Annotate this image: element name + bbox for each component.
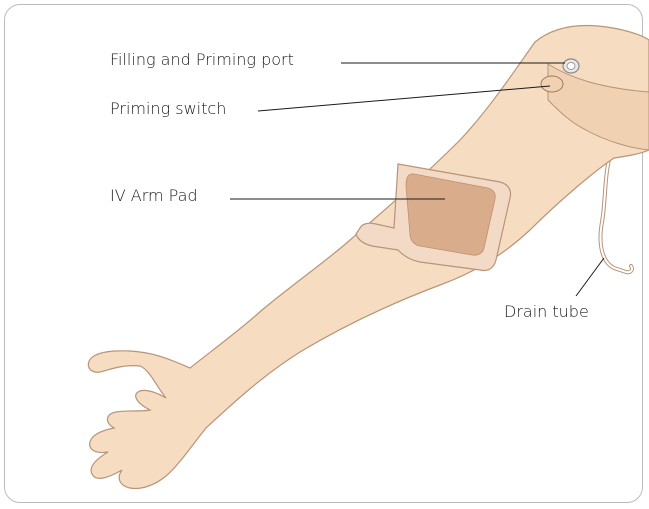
label-priming-switch: Priming switch [110, 99, 226, 119]
priming-switch [541, 76, 563, 92]
filling-priming-port [563, 59, 579, 73]
label-filling-priming-port: Filling and Priming port [110, 50, 294, 70]
label-iv-arm-pad: IV Arm Pad [110, 186, 198, 206]
leader-line-drain [576, 258, 604, 296]
label-drain-tube: Drain tube [504, 302, 589, 322]
drain-tube [601, 150, 633, 272]
